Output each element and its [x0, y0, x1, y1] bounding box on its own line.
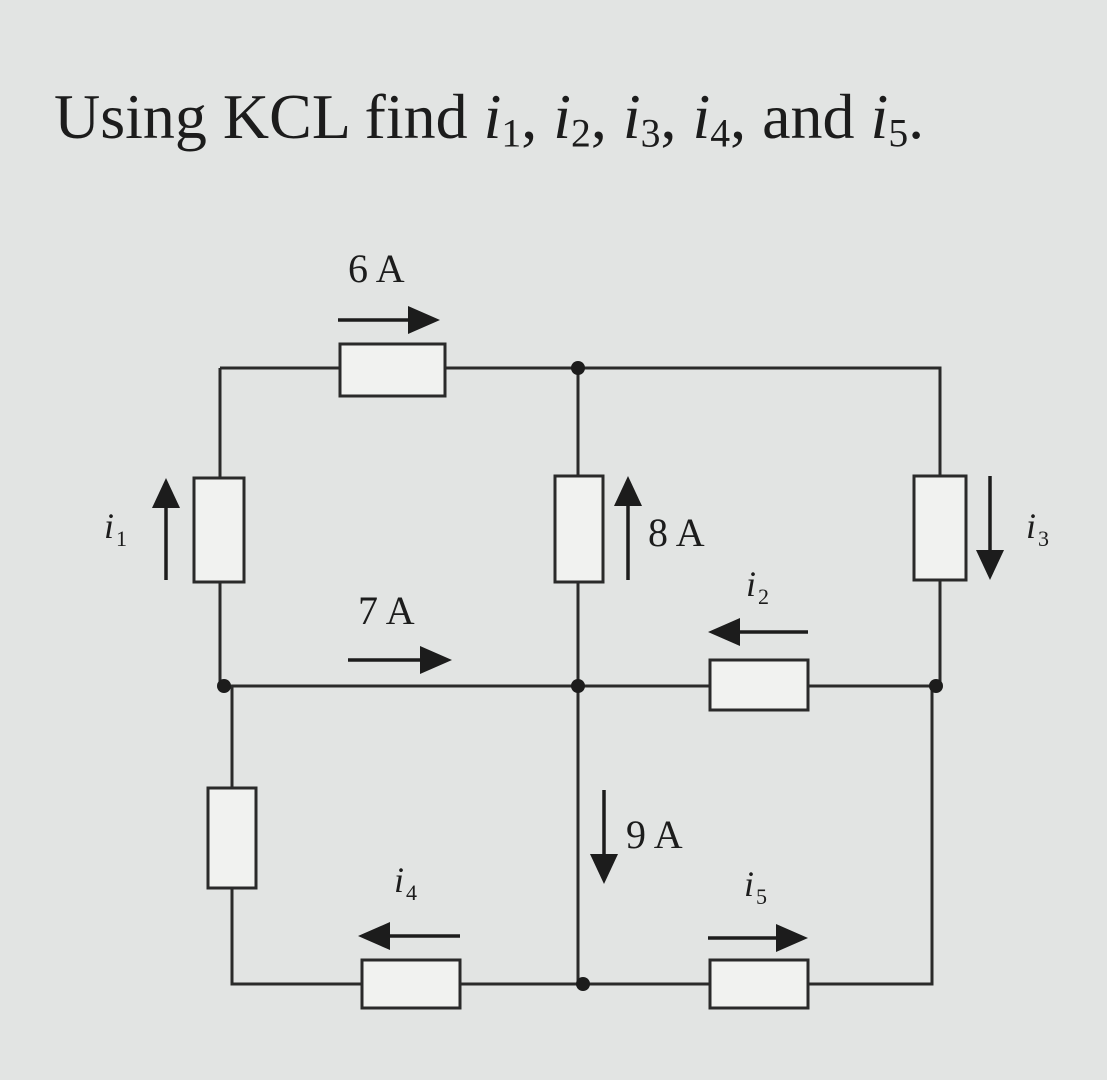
current-arrow-i4	[358, 922, 460, 950]
svg-text:i: i	[104, 506, 114, 546]
wire-top	[220, 366, 942, 476]
resistors	[192, 342, 968, 1010]
label-i2: i 2	[746, 564, 769, 609]
node-left	[217, 679, 231, 693]
label-9a: 9 A	[626, 812, 683, 857]
resistor-left-lower	[206, 786, 258, 890]
resistor-left-upper	[192, 476, 246, 584]
label-6a: 6 A	[348, 246, 405, 291]
current-arrow-i5	[708, 924, 808, 952]
svg-text:i: i	[394, 860, 404, 900]
node-right	[929, 679, 943, 693]
current-arrow-6a	[338, 306, 440, 334]
resistor-bottom-right	[708, 958, 810, 1010]
problem-statement: Using KCL find i1, i2, i3, i4, and i5.	[54, 81, 925, 156]
resistor-horizontal-right	[708, 658, 810, 712]
resistor-bottom-left	[360, 958, 462, 1010]
wires	[218, 366, 942, 986]
current-arrow-9a	[590, 790, 618, 884]
svg-text:2: 2	[758, 584, 769, 609]
node-bottom	[576, 977, 590, 991]
label-7a: 7 A	[358, 588, 415, 633]
svg-text:1: 1	[116, 526, 127, 551]
current-arrow-8a	[614, 476, 642, 580]
current-arrow-i1	[152, 478, 180, 580]
label-i1: i 1	[104, 506, 127, 551]
label-i4: i 4	[394, 860, 417, 905]
svg-text:3: 3	[1038, 526, 1049, 551]
current-arrow-i2	[708, 618, 808, 646]
label-8a: 8 A	[648, 510, 705, 555]
wire-left-lower	[230, 686, 934, 986]
svg-text:i: i	[746, 564, 756, 604]
resistor-right	[912, 474, 968, 582]
resistor-top	[338, 342, 447, 398]
node-center	[571, 679, 585, 693]
current-arrow-7a	[348, 646, 452, 674]
svg-text:i: i	[744, 864, 754, 904]
nodes	[217, 361, 943, 991]
node-top	[571, 361, 585, 375]
svg-text:i: i	[1026, 506, 1036, 546]
svg-text:4: 4	[406, 880, 417, 905]
label-i3: i 3	[1026, 506, 1049, 551]
current-arrow-i3	[976, 476, 1004, 580]
label-i5: i 5	[744, 864, 767, 909]
svg-text:5: 5	[756, 884, 767, 909]
resistor-middle	[553, 474, 605, 584]
